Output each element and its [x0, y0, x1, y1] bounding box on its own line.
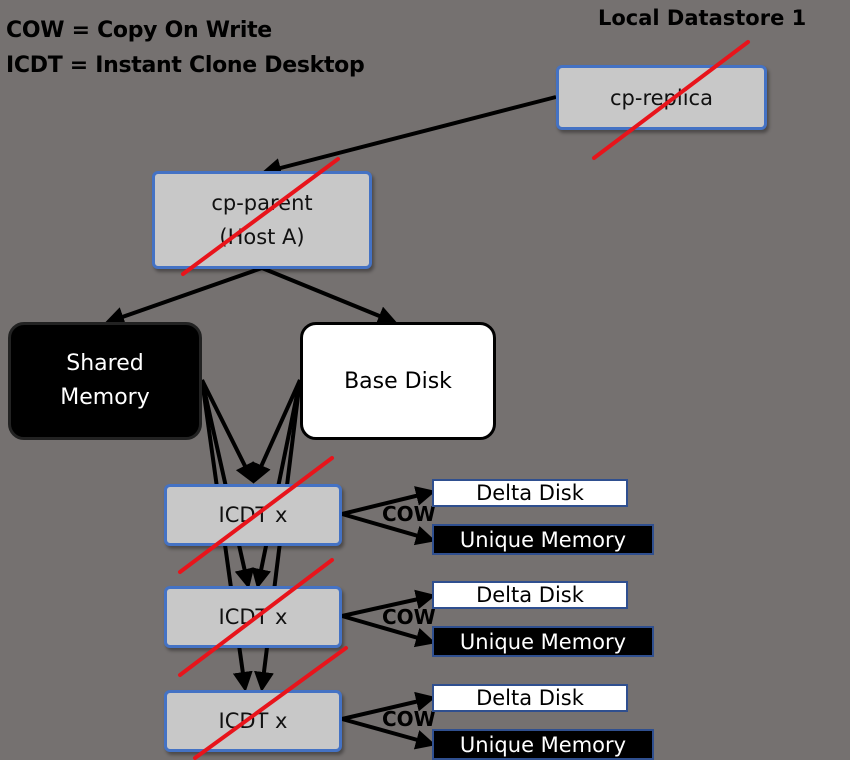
- unique-memory-box: Unique Memory: [432, 524, 654, 555]
- unique-memory-box: Unique Memory: [432, 626, 654, 657]
- arrow-shared-to-clone1: [200, 379, 254, 484]
- datastore-title: Local Datastore 1: [598, 6, 807, 30]
- cow-label: COW: [382, 707, 436, 731]
- arrow-clone2-to-delta: [341, 589, 436, 618]
- unique-memory-label: Unique Memory: [459, 629, 627, 654]
- unique-memory-label: Unique Memory: [459, 527, 627, 552]
- arrow-clone3-to-unique: [341, 717, 436, 750]
- shared-memory-label-line1: Shared: [66, 351, 144, 376]
- cow-label: COW: [382, 605, 436, 629]
- base-disk-label: Base Disk: [344, 368, 452, 394]
- delta-disk-box: Delta Disk: [432, 684, 628, 712]
- base-disk-node: Base Disk: [300, 322, 496, 440]
- legend-cow: COW = Copy On Write: [6, 18, 272, 43]
- icdt-label: ICDT x: [218, 605, 288, 629]
- delta-disk-label: Delta Disk: [476, 583, 584, 607]
- strike-cp-replica: [592, 40, 750, 160]
- arrow-parent-to-base-disk: [261, 266, 398, 326]
- icdt-node: ICDT x: [164, 690, 342, 752]
- shared-memory-node: Shared Memory: [8, 322, 202, 440]
- strike-icdt-1: [178, 456, 334, 574]
- cow-label: COW: [382, 502, 436, 526]
- strike-icdt-3: [193, 646, 348, 760]
- unique-memory-label: Unique Memory: [459, 732, 627, 757]
- arrow-base-to-clone2: [251, 379, 302, 589]
- arrow-clone2-to-unique: [341, 614, 436, 648]
- icdt-label: ICDT x: [218, 709, 288, 733]
- arrow-parent-to-shared-memory: [104, 266, 263, 327]
- strike-cp-parent: [181, 157, 340, 276]
- delta-disk-box: Delta Disk: [432, 581, 628, 609]
- arrow-shared-to-clone2: [200, 379, 255, 589]
- delta-disk-box: Delta Disk: [432, 479, 628, 507]
- unique-memory-box: Unique Memory: [432, 729, 654, 760]
- legend-icdt: ICDT = Instant Clone Desktop: [6, 53, 365, 78]
- icdt-node: ICDT x: [164, 586, 342, 648]
- delta-disk-label: Delta Disk: [476, 686, 584, 710]
- delta-disk-label: Delta Disk: [476, 481, 584, 505]
- arrow-clone1-to-delta: [341, 486, 436, 516]
- cp-parent-node: cp-parent (Host A): [152, 171, 372, 269]
- shared-memory-label-line2: Memory: [60, 385, 150, 410]
- arrow-replica-to-parent: [261, 95, 557, 178]
- arrow-clone1-to-unique: [341, 512, 436, 546]
- arrow-base-to-clone1: [252, 379, 302, 484]
- strike-icdt-2: [178, 558, 334, 677]
- cp-parent-label: cp-parent: [211, 191, 313, 215]
- arrow-clone3-to-delta: [341, 691, 436, 721]
